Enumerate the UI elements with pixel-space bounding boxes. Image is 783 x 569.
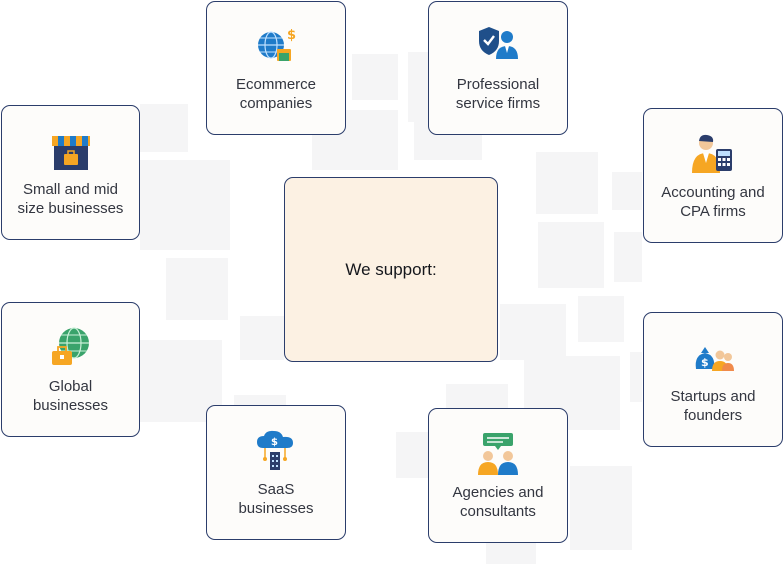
card-label: Ecommerce companies <box>235 76 317 112</box>
accountant-calculator-icon <box>690 131 736 177</box>
card-label: Startups and founders <box>670 387 756 424</box>
card-label: Global businesses <box>32 377 109 414</box>
cloud-building-icon: $ <box>253 428 299 474</box>
card-ecommerce: $ Ecommerce companies <box>206 1 346 135</box>
card-label: Agencies and consultants <box>452 483 544 520</box>
card-global-businesses: Global businesses <box>1 302 140 437</box>
card-agencies-consultants: Agencies and consultants <box>428 408 568 543</box>
card-professional-services: Professional service firms <box>428 1 568 135</box>
card-label: Professional service firms <box>455 76 541 112</box>
svg-text:$: $ <box>701 356 709 369</box>
consultants-chat-icon <box>475 431 521 477</box>
svg-text:$: $ <box>287 28 296 43</box>
center-title: We support: <box>345 259 437 279</box>
money-bag-people-icon: $ <box>690 335 736 381</box>
card-label: Accounting and CPA firms <box>661 183 765 220</box>
center-card: We support: <box>284 177 498 362</box>
card-label: SaaS businesses <box>238 480 314 517</box>
svg-text:$: $ <box>271 437 278 448</box>
globe-briefcase-icon <box>48 325 94 371</box>
card-label: Small and mid size businesses <box>17 180 124 217</box>
card-small-mid-businesses: Small and mid size businesses <box>1 105 140 240</box>
storefront-icon <box>48 128 94 174</box>
card-accounting-cpa: Accounting and CPA firms <box>643 108 783 243</box>
card-startups-founders: $ Startups and founders <box>643 312 783 447</box>
globe-cart-icon: $ <box>253 23 299 69</box>
shield-person-icon <box>475 23 521 69</box>
card-saas-businesses: $ SaaS businesses <box>206 405 346 540</box>
